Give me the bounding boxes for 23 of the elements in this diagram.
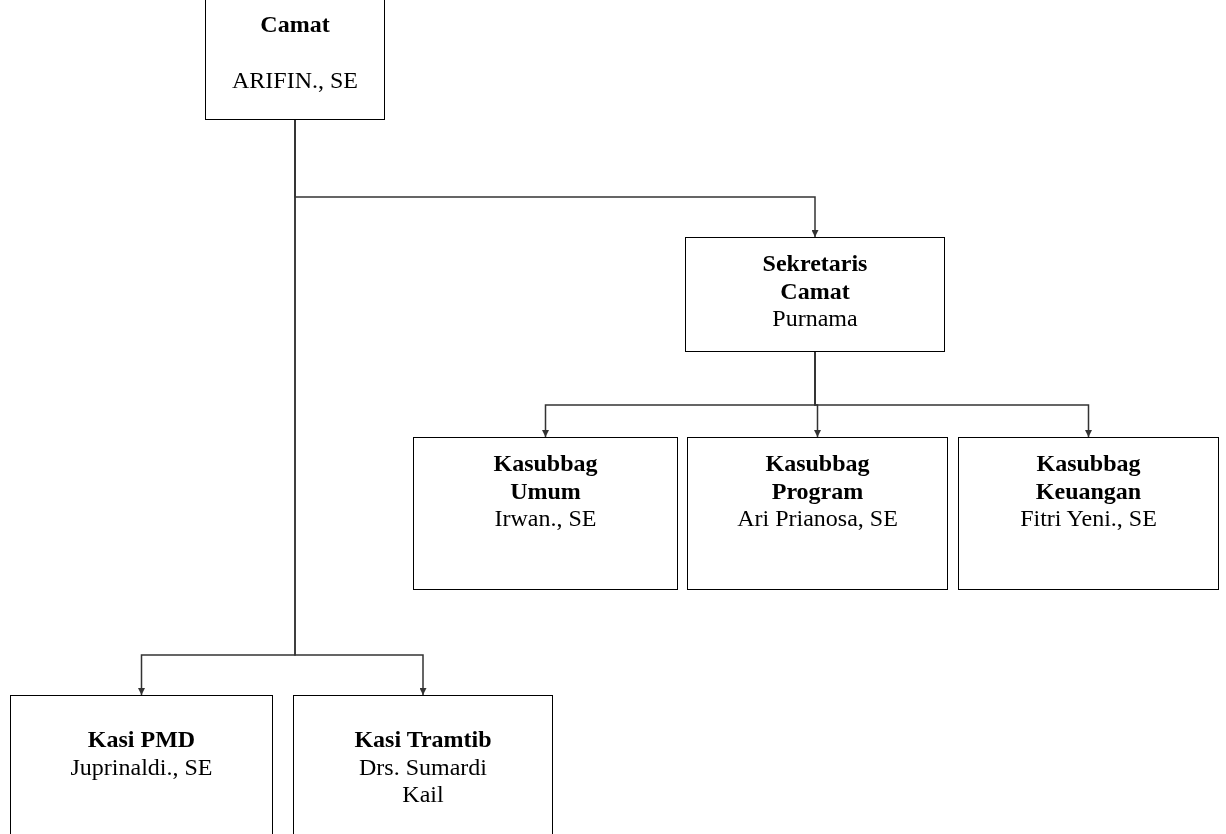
connector-arrow xyxy=(294,119,427,696)
org-box xyxy=(205,0,385,120)
position-title: Kasi Tramtib xyxy=(354,726,492,754)
org-box xyxy=(413,437,678,590)
org-box xyxy=(685,237,945,352)
org-box xyxy=(10,695,273,834)
position-title: Kasubbag Umum xyxy=(492,450,599,506)
person-name: Drs. Sumardi Kail xyxy=(358,753,488,809)
org-box xyxy=(958,437,1219,590)
position-title: Kasubbag Program xyxy=(764,450,871,506)
person-name: Fitri Yeni., SE xyxy=(1020,505,1157,533)
person-name: Juprinaldi., SE xyxy=(70,753,213,782)
org-box xyxy=(687,437,948,590)
person-name: Ari Prianosa, SE xyxy=(737,505,898,533)
person-name: Irwan., SE xyxy=(494,505,597,533)
position-title: Camat xyxy=(260,11,330,39)
person-name: ARIFIN., SE xyxy=(232,66,358,95)
position-title: Kasubbag Keuangan xyxy=(1034,450,1143,506)
connector-arrow xyxy=(814,351,1092,438)
org-box xyxy=(293,695,553,834)
position-title: Kasi PMD xyxy=(87,726,196,754)
person-name: Purnama xyxy=(772,305,858,333)
position-title: Sekretaris Camat xyxy=(761,250,869,306)
